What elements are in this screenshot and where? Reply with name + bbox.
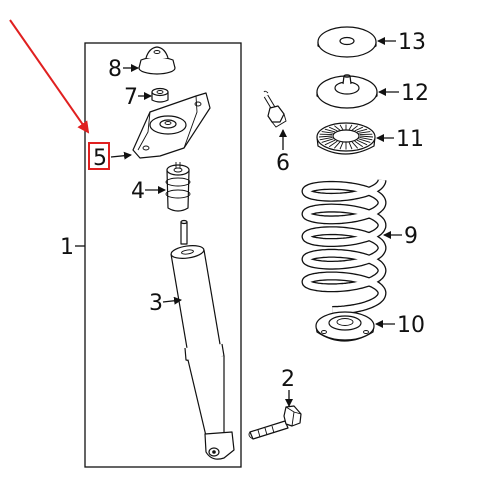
part-2-lower-bolt xyxy=(248,405,302,440)
bearing-rib xyxy=(328,140,338,148)
part-13-upper-pad xyxy=(317,26,377,58)
part-10-lower-seat xyxy=(315,311,375,342)
callout-2: 2 xyxy=(281,367,295,392)
bearing-rib xyxy=(359,135,374,138)
bearing-rib xyxy=(324,139,336,146)
part-8-cap xyxy=(138,46,176,75)
bearing-rib xyxy=(358,131,371,134)
callout-8: 8 xyxy=(108,57,122,82)
bearing-rib xyxy=(339,142,344,150)
bearing-rib xyxy=(359,136,373,141)
bearing-rib xyxy=(333,141,341,149)
bearing-rib xyxy=(318,135,333,138)
callout-1: 1 xyxy=(60,235,74,260)
leader-5 xyxy=(110,151,132,160)
part-7-nut xyxy=(151,87,169,103)
bearing-rib xyxy=(319,136,333,141)
callout-12: 12 xyxy=(401,81,429,106)
bearing-rib xyxy=(321,131,334,134)
bearing-rib xyxy=(334,125,341,131)
part-11-bearing xyxy=(316,122,376,155)
bearing-rib xyxy=(356,139,368,146)
callout-9: 9 xyxy=(404,224,418,249)
callout-13: 13 xyxy=(398,30,426,55)
part-6-bolt xyxy=(263,90,287,128)
callout-3: 3 xyxy=(149,291,163,316)
part-5-mount-bracket xyxy=(132,92,211,159)
callout-4: 4 xyxy=(131,179,145,204)
bearing-rib xyxy=(348,142,353,150)
bearing-rib xyxy=(329,126,338,132)
callout-10: 10 xyxy=(397,313,425,338)
callout-5: 5 xyxy=(93,146,107,171)
bearing-rib xyxy=(356,128,368,133)
bearing-rib xyxy=(324,128,336,133)
part-9-coil-spring xyxy=(301,176,387,315)
part-4-bump-stop xyxy=(165,162,191,212)
highlight-box xyxy=(88,142,110,170)
bearing-rib xyxy=(354,126,363,132)
bearing-rib xyxy=(351,141,359,149)
bearing-rib xyxy=(351,125,358,131)
callout-7: 7 xyxy=(124,85,138,110)
callout-11: 11 xyxy=(396,127,424,152)
highlight-arrow xyxy=(9,19,90,134)
shock-assembly-box xyxy=(84,42,242,468)
callout-6: 6 xyxy=(276,151,290,176)
bearing-rib xyxy=(339,124,344,130)
bearing-rib xyxy=(358,138,371,143)
leader-3 xyxy=(162,296,182,305)
bearing-rib xyxy=(348,124,353,130)
bearing-rib xyxy=(354,140,364,148)
spring-coil-fill xyxy=(302,178,386,314)
bearing-rib xyxy=(321,138,334,143)
part-12-upper-seat xyxy=(316,74,378,109)
part-3-shock-absorber xyxy=(170,219,235,460)
